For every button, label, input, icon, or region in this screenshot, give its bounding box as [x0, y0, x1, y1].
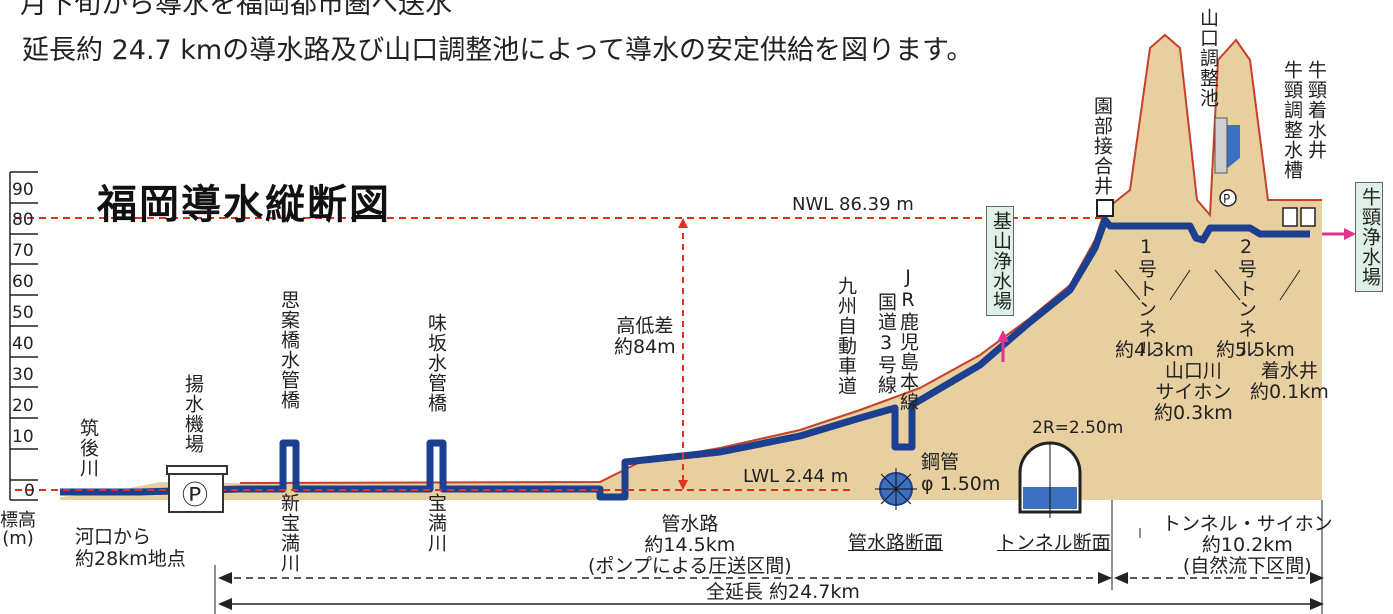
steel-pipe-label: 鋼管 φ 1.50m — [921, 451, 1001, 495]
chikugo-label: 筑後川 — [77, 418, 99, 478]
axis-label: 標高 (m) — [0, 510, 36, 549]
ushikubi-tank-shape — [1300, 207, 1316, 227]
svg-text:P: P — [1223, 192, 1230, 206]
pump-symbol-2 — [1219, 189, 1237, 207]
pump-station-shape: Ⓟ — [166, 465, 228, 513]
axis-tick-40: 40 — [12, 334, 34, 354]
axis-ticks — [10, 171, 38, 501]
ushikubi-well-shape — [1282, 207, 1298, 227]
tunnel1-length: 約4.3km — [1115, 339, 1194, 361]
jr-line-label: JR鹿児島本線 — [897, 266, 919, 412]
axis-tick-80: 80 — [12, 210, 34, 230]
sonobe-well-shape — [1096, 199, 1114, 217]
axis-tick-30: 30 — [12, 365, 34, 385]
axis-tick-20: 20 — [12, 396, 34, 416]
ushikubi-plant-label: 牛頸浄水場 — [1355, 182, 1383, 292]
tunnel1-label: 1号トンネル — [1135, 236, 1157, 359]
tunnel2-length: 約5.5km — [1216, 339, 1295, 361]
ushikubi-tank-label: 牛頸調整水槽 — [1281, 60, 1303, 180]
axis-tick-90: 90 — [12, 180, 34, 200]
pipe-route — [60, 216, 1310, 501]
pipe-section-label: 管水路断面 — [848, 532, 944, 554]
yamaguchi-pond-water — [1225, 125, 1240, 170]
sonobe-well-label: 園部接合井 — [1091, 96, 1113, 196]
well-length-label: 着水井 約0.1km — [1250, 360, 1329, 403]
intro-line-2: 延長約 24.7 kmの導水路及び山口調整池によって導水の安定供給を図ります。 — [22, 35, 974, 66]
pump-icon: Ⓟ — [182, 481, 209, 511]
axis-tick-50: 50 — [12, 303, 34, 323]
route3-label: 国道3号線 — [875, 292, 897, 395]
river-point-label: 河口から 約28km地点 — [75, 526, 186, 570]
shian-bridge-label: 思案橋水管橋 — [278, 290, 300, 410]
homan-river-label: 宝満川 — [425, 493, 447, 553]
pump-station-label: 揚水機場 — [182, 374, 204, 454]
total-length-label: 全延長 約24.7km — [706, 581, 860, 603]
axis-tick-0: 0 — [24, 481, 35, 501]
diff-label: 高低差 約84m — [614, 315, 676, 358]
ushikubi-well-label: 牛頸着水井 — [1305, 60, 1327, 160]
intro-line-1: 月下旬から導水を福岡都市圏へ送水 — [20, 0, 452, 20]
yamaguchi-dam — [1214, 117, 1228, 174]
axis-tick-70: 70 — [12, 241, 34, 261]
tunnel-siphon-label: トンネル・サイホン 約10.2km (自然流下区間) — [1162, 513, 1333, 577]
pipeline-label: 管水路 約14.5km (ポンプによる圧送区間) — [588, 513, 792, 577]
ground-fill — [60, 35, 1322, 500]
kiyama-plant-label: 基山浄水場 — [986, 206, 1014, 316]
diagram-title: 福岡導水縦断図 — [97, 182, 391, 228]
yamaguchi-pond-label: 山口調整池 — [1197, 8, 1219, 108]
lwl-label: LWL 2.44 m — [743, 466, 849, 487]
tunnel-section-label: トンネル断面 — [997, 532, 1111, 554]
ajisaka-bridge-label: 味坂水管橋 — [425, 313, 447, 413]
tunnel-radius-label: 2R=2.50m — [1032, 418, 1124, 438]
expressway-label: 九州自動車道 — [835, 276, 857, 396]
axis-tick-10: 10 — [12, 427, 34, 447]
axis-tick-60: 60 — [12, 272, 34, 292]
shinhoman-river-label: 新宝満川 — [278, 493, 300, 573]
siphon-label: 山口川 サイホン 約0.3km — [1154, 360, 1233, 424]
tunnel2-label: 2号トンネル — [1235, 236, 1257, 359]
nwl-label: NWL 86.39 m — [792, 194, 914, 215]
